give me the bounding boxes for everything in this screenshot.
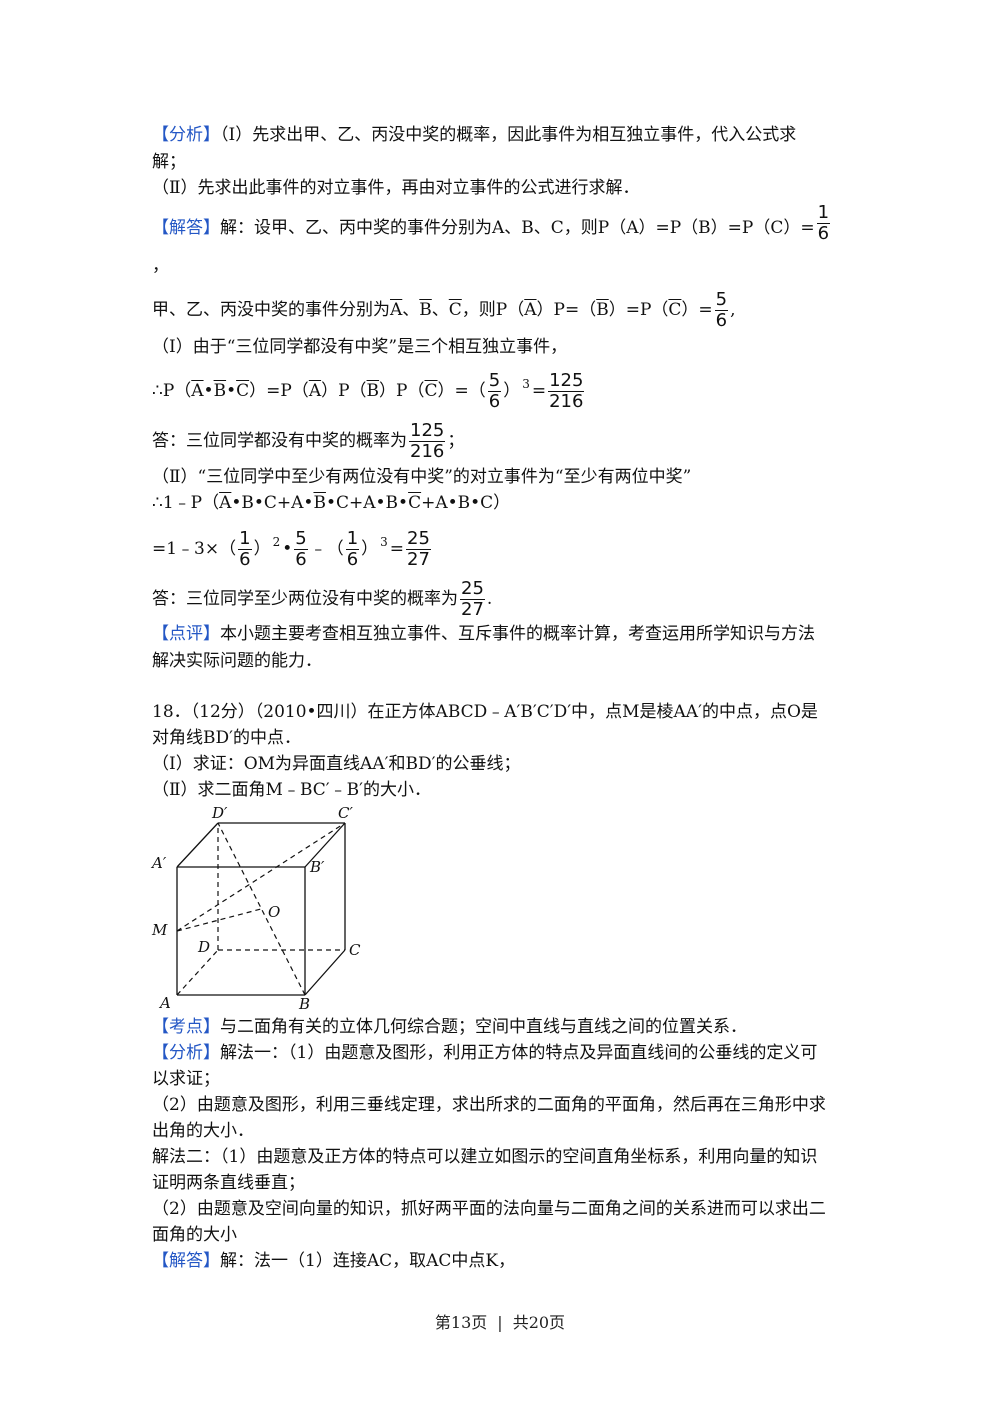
- part2-formula-1: ∴1﹣P（A•B•C+A•B•C+A•B•C+A•B•C）: [152, 493, 511, 513]
- solution-tag: 【解答】: [152, 218, 220, 238]
- analysis-line-2: 解；: [152, 152, 186, 172]
- label-M: M: [151, 921, 168, 939]
- page-number: 第13页: [434, 1313, 488, 1332]
- part1-intro: （Ⅰ）由于“三位同学都没有中奖”是三个相互独立事件，: [152, 337, 568, 357]
- analysis-tag: 【分析】: [152, 125, 220, 145]
- comma-line: ，: [152, 256, 169, 276]
- q18-analysis-line-5: 解法二：（1）由题意及正方体的特点可以建立如图示的空间直角坐标系，利用向量的知识: [152, 1147, 818, 1167]
- edge-B-C: [304, 949, 346, 996]
- label-B: B: [298, 995, 310, 1013]
- comment-line-1: 【点评】本小题主要考查相互独立事件、互斥事件的概率计算，考查运用所学知识与方法: [152, 624, 815, 644]
- label-A: A: [158, 994, 171, 1012]
- label-B1: B′: [309, 858, 325, 876]
- q18-analysis-line-8: 面角的大小: [152, 1225, 237, 1245]
- label-O: O: [268, 903, 280, 921]
- total-pages: 共20页: [512, 1313, 566, 1332]
- label-A1: A′: [150, 854, 167, 872]
- analysis-line-1: 【分析】（Ⅰ）先求出甲、乙、丙没中奖的概率，因此事件为相互独立事件，代入公式求: [152, 124, 796, 146]
- line-M-C1: [176, 822, 346, 932]
- question-18-part2: （Ⅱ）求二面角M﹣BC′﹣B′的大小．: [152, 780, 431, 800]
- q18-analysis-line-3: （2）由题意及图形，利用三垂线定理，求出所求的二面角的平面角，然后再在三角形中求: [152, 1095, 826, 1115]
- q18-analysis-line-7: （2）由题意及空间向量的知识，抓好两平面的法向量与二面角之间的关系进而可以求出二: [152, 1199, 826, 1219]
- q18-analysis-line-6: 证明两条直线垂直；: [152, 1173, 305, 1193]
- segment-M-O: [176, 908, 262, 932]
- solution-tag: 【解答】: [152, 1251, 220, 1271]
- diagonal-B-D1: [217, 822, 306, 996]
- analysis-tag: 【分析】: [152, 1043, 220, 1063]
- edge-A-D: [176, 949, 219, 996]
- q18-analysis-line-2: 以求证；: [152, 1069, 220, 1089]
- comment-line-2: 解决实际问题的能力．: [152, 651, 322, 671]
- q18-analysis-line-4: 出角的大小．: [152, 1121, 254, 1141]
- cube-figure: D′ C′ A′ B′ M O D C A B: [150, 804, 361, 1013]
- edge-A1-D1: [176, 822, 219, 868]
- label-D1: D′: [211, 804, 228, 822]
- label-C1: C′: [338, 804, 353, 822]
- label-C: C: [349, 941, 361, 959]
- edge-C1-B1: [304, 822, 346, 868]
- key-point-tag: 【考点】: [152, 1017, 220, 1037]
- solution-text: 解：设甲、乙、丙中奖的事件分别为A、B、C，则P（A）=P（B）=P（C）=: [220, 218, 815, 238]
- page-footer: 第13页 | 共20页: [0, 1309, 1000, 1333]
- question-18-line-1: 18．（12分）（2010•四川）在正方体ABCD﹣A′B′C′D′中，点M是棱…: [152, 702, 818, 722]
- analysis-text: （Ⅰ）先求出甲、乙、丙没中奖的概率，因此事件为相互独立事件，代入公式求: [220, 125, 797, 145]
- comment-tag: 【点评】: [152, 624, 220, 644]
- q18-solution-line: 【解答】解：法一（1）连接AC，取AC中点K，: [152, 1251, 516, 1271]
- key-point-line: 【考点】与二面角有关的立体几何综合题；空间中直线与直线之间的位置关系．: [152, 1017, 747, 1037]
- q18-analysis-line-1: 【分析】解法一：（1）由题意及图形，利用正方体的特点及异面直线间的公垂线的定义可: [152, 1043, 818, 1063]
- solution-line-1: 【解答】解：设甲、乙、丙中奖的事件分别为A、B、C，则P（A）=P（B）=P（C…: [152, 204, 832, 243]
- question-18-part1: （Ⅰ）求证：OM为异面直线AA′和BD′的公垂线；: [152, 754, 521, 774]
- label-D: D: [197, 938, 210, 956]
- footer-separator: |: [497, 1313, 503, 1332]
- analysis-line-3: （Ⅱ）先求出此事件的对立事件，再由对立事件的公式进行求解．: [152, 178, 640, 198]
- part2-intro: （Ⅱ）“三位同学中至少有两位没有中奖”的对立事件为“至少有两位中奖”: [152, 467, 692, 487]
- question-18-line-2: 对角线BD′的中点．: [152, 728, 301, 748]
